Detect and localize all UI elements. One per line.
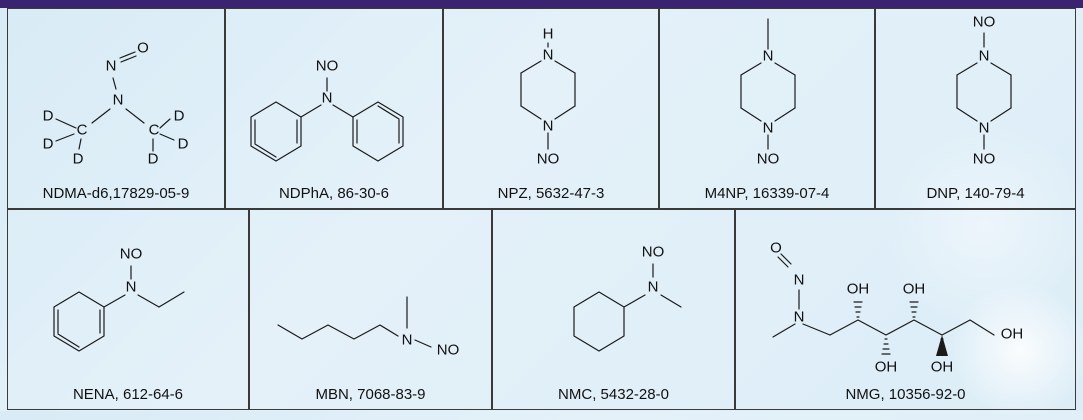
svg-text:NO: NO xyxy=(973,14,996,31)
compound-label: NDMA-d6,17829-05-9 xyxy=(42,185,190,202)
compound-cell-m4np: N N NO M4NP, 16339-07-4 xyxy=(659,8,875,209)
structure-npz: H N N NO xyxy=(520,26,576,168)
svg-text:NO: NO xyxy=(120,246,143,263)
svg-text:N: N xyxy=(763,48,774,65)
structure-nena: NO N xyxy=(53,246,185,352)
compound-label: NMG, 10356-92-0 xyxy=(845,386,966,403)
svg-text:D: D xyxy=(174,108,185,125)
compound-label: M4NP, 16339-07-4 xyxy=(704,185,830,202)
svg-text:NO: NO xyxy=(973,151,996,168)
svg-text:C: C xyxy=(77,122,88,139)
compound-label: NMC, 5432-28-0 xyxy=(558,386,669,403)
svg-text:D: D xyxy=(178,136,189,153)
svg-text:OH: OH xyxy=(847,281,870,298)
svg-text:N: N xyxy=(794,272,805,289)
svg-text:N: N xyxy=(794,309,805,326)
svg-text:N: N xyxy=(402,332,413,349)
structure-mbn: N NO xyxy=(277,296,460,359)
compound-label: NDPhA, 86-30-6 xyxy=(278,185,390,202)
structure-nmg: O N N OH OH OH OH OH xyxy=(770,240,1024,376)
svg-text:N: N xyxy=(126,279,137,296)
structure-ndpha: NO N xyxy=(250,58,404,162)
svg-text:NO: NO xyxy=(537,151,560,168)
svg-text:OH: OH xyxy=(903,281,926,298)
compound-cell-nmg: O N N OH OH OH OH OH NMG, 10356-92-0 xyxy=(735,209,1076,410)
compound-cell-nmc: NO N NMC, 5432-28-0 xyxy=(492,209,735,410)
svg-text:OH: OH xyxy=(875,359,898,376)
svg-text:NO: NO xyxy=(437,342,460,359)
compound-cell-ndpha: NO N NDPhA, 86-30-6 xyxy=(225,8,443,209)
svg-text:N: N xyxy=(543,47,554,64)
compound-label: NPZ, 5632-47-3 xyxy=(497,185,605,202)
svg-text:H: H xyxy=(543,26,554,43)
svg-text:NO: NO xyxy=(642,244,665,261)
svg-text:OH: OH xyxy=(1001,326,1024,343)
svg-text:N: N xyxy=(543,118,554,135)
svg-text:D: D xyxy=(148,151,159,168)
structure-ndma-d6: O N N C C D D D D D D xyxy=(43,40,189,168)
svg-text:OH: OH xyxy=(931,359,954,376)
svg-text:N: N xyxy=(979,48,990,65)
compound-cell-nena: NO N NENA, 612-64-6 xyxy=(7,209,249,410)
svg-text:D: D xyxy=(43,136,54,153)
svg-text:N: N xyxy=(106,58,117,75)
svg-text:N: N xyxy=(979,120,990,137)
svg-text:D: D xyxy=(43,108,54,125)
structure-nmc: NO N xyxy=(573,244,682,352)
svg-text:N: N xyxy=(648,279,659,296)
compound-cell-ndma-d6: O N N C C D D D D D D NDMA-d6,17829-05-9 xyxy=(7,8,225,209)
compound-cell-mbn: N NO MBN, 7068-83-9 xyxy=(249,209,492,410)
structure-dnp: NO N N NO xyxy=(956,14,1012,168)
svg-text:NO: NO xyxy=(757,151,780,168)
svg-text:O: O xyxy=(137,40,149,57)
compound-cell-dnp: NO N N NO DNP, 140-79-4 xyxy=(875,8,1076,209)
compound-label: DNP, 140-79-4 xyxy=(926,185,1025,202)
svg-text:O: O xyxy=(770,240,782,257)
svg-text:N: N xyxy=(763,120,774,137)
compound-label: MBN, 7068-83-9 xyxy=(315,386,426,403)
header-bar xyxy=(0,0,1083,8)
structure-m4np: N N NO xyxy=(740,18,796,168)
svg-text:C: C xyxy=(149,122,160,139)
svg-text:N: N xyxy=(113,92,124,109)
svg-text:N: N xyxy=(322,90,333,107)
compound-cell-npz: H N N NO NPZ, 5632-47-3 xyxy=(443,8,659,209)
svg-text:NO: NO xyxy=(316,58,339,75)
compound-label: NENA, 612-64-6 xyxy=(72,386,184,403)
svg-text:D: D xyxy=(73,151,84,168)
